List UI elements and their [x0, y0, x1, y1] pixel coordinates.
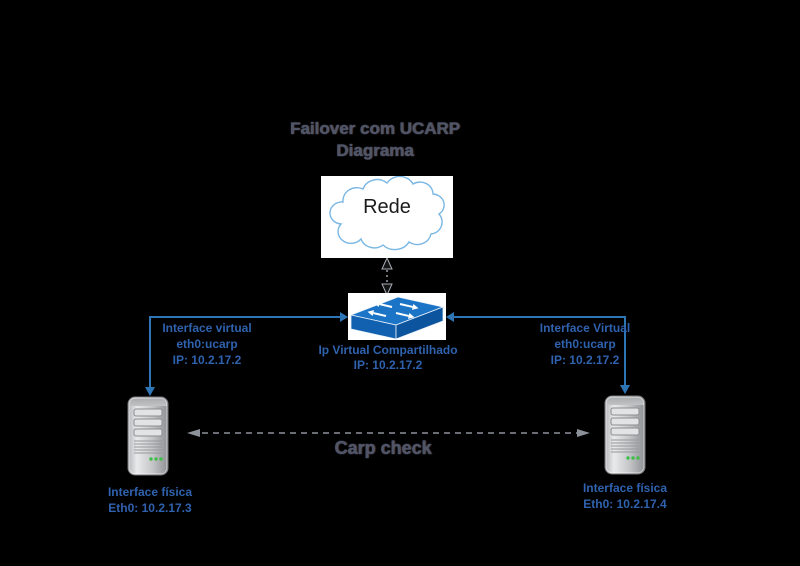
shared-ip-line-1: Ip Virtual Compartilhado: [318, 343, 458, 357]
switch-icon: [349, 296, 445, 340]
right-vif-line-1: Interface Virtual: [539, 321, 631, 335]
right-virtual-interface-label: Interface Virtual eth0:ucarp IP: 10.2.17…: [525, 320, 645, 368]
left-vif-line-2: eth0:ucarp: [176, 337, 238, 351]
left-pif-line-1: Interface física: [107, 485, 193, 499]
carp-check-connector: [187, 429, 590, 437]
carp-check-label: Carp check: [334, 438, 432, 458]
shared-virtual-ip-label: Ip Virtual Compartilhado IP: 10.2.17.2: [298, 343, 478, 373]
cloud-switch-connector: [381, 256, 393, 297]
shared-ip-line-2: IP: 10.2.17.2: [353, 358, 423, 372]
right-vif-line-3: IP: 10.2.17.2: [550, 353, 620, 367]
cloud-label: Rede: [363, 196, 411, 218]
cloud-icon: [329, 175, 445, 251]
right-pif-line-2: Eth0: 10.2.17.4: [583, 497, 667, 511]
server-icon-left: [127, 396, 169, 476]
right-pif-line-1: Interface física: [582, 481, 668, 495]
title-line-2: Diagrama: [336, 141, 414, 160]
network-cloud-node: Rede: [321, 175, 453, 258]
right-physical-interface-label: Interface física Eth0: 10.2.17.4: [565, 480, 685, 512]
switch-node: [348, 293, 446, 340]
server-icon-right: [604, 395, 646, 475]
left-virtual-interface-label: Interface virtual eth0:ucarp IP: 10.2.17…: [147, 320, 267, 368]
right-vif-line-2: eth0:ucarp: [554, 337, 616, 351]
left-physical-interface-label: Interface física Eth0: 10.2.17.3: [90, 484, 210, 516]
left-vif-line-3: IP: 10.2.17.2: [172, 353, 242, 367]
left-pif-line-2: Eth0: 10.2.17.3: [108, 501, 192, 515]
title-line-1: Failover com UCARP: [289, 119, 461, 138]
diagram-title: Failover com UCARP Diagrama: [225, 118, 525, 162]
left-vif-line-1: Interface virtual: [162, 321, 252, 335]
